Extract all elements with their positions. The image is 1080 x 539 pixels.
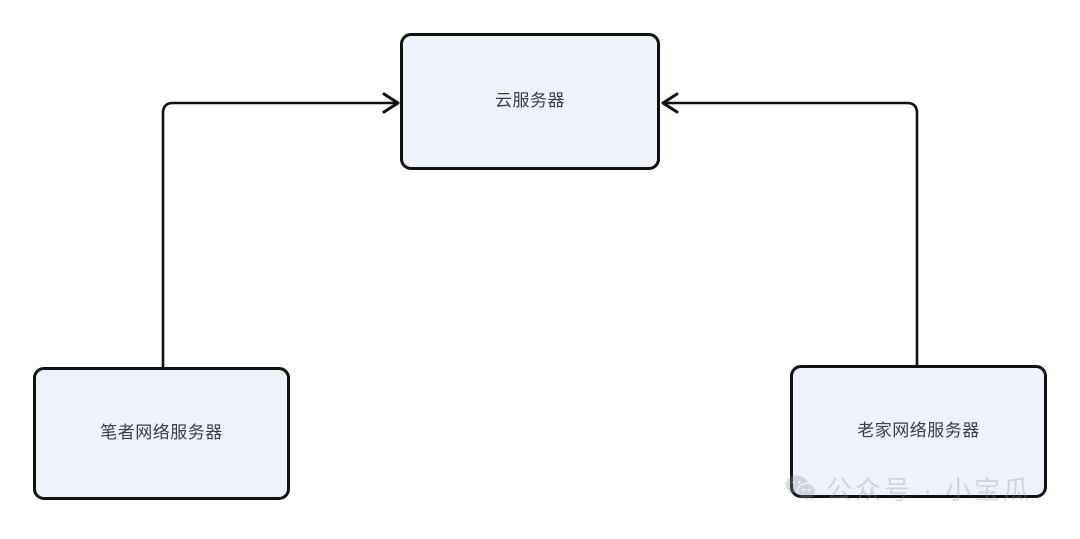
node-hometown-server-label: 老家网络服务器 <box>857 421 980 441</box>
node-cloud-server-label: 云服务器 <box>495 91 565 111</box>
arrowhead-author-to-cloud <box>382 92 400 114</box>
connector-author-to-cloud <box>161 101 396 367</box>
node-author-server[interactable]: 笔者网络服务器 <box>33 367 290 500</box>
node-hometown-server[interactable]: 老家网络服务器 <box>790 365 1047 498</box>
node-cloud-server[interactable]: 云服务器 <box>400 33 660 170</box>
node-author-server-label: 笔者网络服务器 <box>100 423 223 443</box>
connector-hometown-to-cloud <box>665 101 919 365</box>
arrowhead-hometown-to-cloud <box>661 92 679 114</box>
